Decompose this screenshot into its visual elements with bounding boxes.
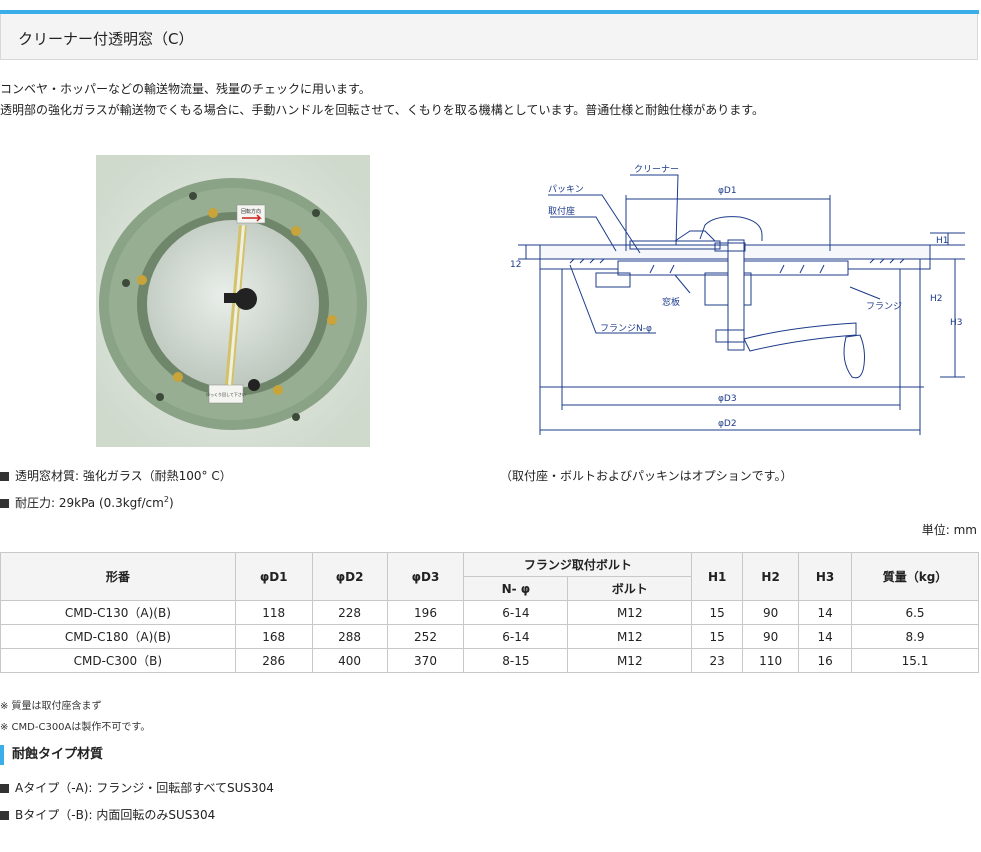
cell-mass: 6.5 <box>851 600 979 625</box>
drawing-label-h1: H1 <box>936 236 949 246</box>
spec-pressure-sup: 2 <box>163 495 169 504</box>
intro-line-1: コンベヤ・ホッパーなどの輸送物流量、残量のチェックに用います。 <box>0 82 371 96</box>
drawing-label-d1: φD1 <box>718 186 737 196</box>
cell-d3: 370 <box>386 648 465 673</box>
corrosion-item-b-text: Bタイプ（-B): 内面回転のみSUS304 <box>15 808 216 822</box>
th-bolt: ボルト <box>567 576 693 601</box>
drawing-label-h3: H3 <box>950 318 963 328</box>
spec-pressure: 耐圧力: 29kPa (0.3kgf/cm2) <box>0 494 174 511</box>
bullet-square <box>0 499 9 508</box>
cell-model: CMD-C180（A)(B) <box>0 624 236 649</box>
th-h1: H1 <box>691 552 744 601</box>
cell-mass: 15.1 <box>851 648 979 673</box>
table-row: CMD-C300（B) 286 400 370 8-15 M12 23 110 … <box>0 648 979 673</box>
th-h2: H2 <box>742 552 800 601</box>
intro-line-2: 透明部の強化ガラスが輸送物でくもる場合に、手動ハンドルを回転させて、くもりを取る… <box>0 103 765 117</box>
cell-bolt: M12 <box>567 648 693 673</box>
spec-table: 形番 φD1 φD2 φD3 フランジ取付ボルト H1 H2 H3 質量（kg）… <box>0 552 979 673</box>
table-header-row: 形番 φD1 φD2 φD3 フランジ取付ボルト H1 H2 H3 質量（kg） <box>0 552 979 601</box>
drawing-label-flange-n: フランジN-φ <box>600 323 652 334</box>
spec-pressure-text: 耐圧力: 29kPa (0.3kgf/cm <box>15 496 164 510</box>
photo-label-rotation: 回転方向 <box>241 208 261 215</box>
option-note: （取付座・ボルトおよびパッキンはオプションです。） <box>500 469 793 483</box>
cell-d2: 400 <box>311 648 388 673</box>
footnote-c300a: ※ CMD-C300Aは製作不可です。 <box>0 722 151 733</box>
technical-drawing-svg: クリーナー パッキン 取付座 φD1 H1 H2 H3 12 窓板 フランジ フ… <box>510 164 965 435</box>
cell-bolt: M12 <box>567 600 693 625</box>
th-model: 形番 <box>0 552 236 601</box>
product-photo: 回転方向 ゆっくり回して下さい <box>96 155 370 447</box>
spec-material: 透明窓材質: 強化ガラス（耐熱100° C） <box>0 467 232 484</box>
cell-d1: 168 <box>234 624 313 649</box>
cell-n-phi: 8-15 <box>463 648 569 673</box>
table-row: CMD-C180（A)(B) 168 288 252 6-14 M12 15 9… <box>0 624 979 649</box>
cell-n-phi: 6-14 <box>463 624 569 649</box>
cell-bolt: M12 <box>567 624 693 649</box>
drawing-label-flange: フランジ <box>866 301 902 312</box>
th-d3: φD3 <box>386 552 465 601</box>
bullet-square <box>0 811 9 820</box>
corrosion-item-b: Bタイプ（-B): 内面回転のみSUS304 <box>0 806 215 823</box>
th-d2: φD2 <box>311 552 388 601</box>
cell-h2: 110 <box>742 648 800 673</box>
cell-h1: 15 <box>691 624 744 649</box>
cell-h3: 16 <box>798 648 853 673</box>
cell-n-phi: 6-14 <box>463 600 569 625</box>
technical-drawing: クリーナー パッキン 取付座 φD1 H1 H2 H3 12 窓板 フランジ フ… <box>500 155 970 445</box>
cell-h1: 15 <box>691 600 744 625</box>
cell-d2: 288 <box>311 624 388 649</box>
cell-model: CMD-C130（A)(B) <box>0 600 236 625</box>
title-box: クリーナー付透明窓（C） <box>0 14 978 60</box>
cell-h2: 90 <box>742 600 800 625</box>
drawing-label-twelve: 12 <box>510 260 521 270</box>
cell-d2: 228 <box>311 600 388 625</box>
corrosion-item-a: Aタイプ（-A): フランジ・回転部すべてSUS304 <box>0 779 274 796</box>
th-h3: H3 <box>798 552 853 601</box>
th-n-phi: N- φ <box>463 576 569 601</box>
table-subheader-row: N- φ ボルト <box>1 576 979 601</box>
intro-text: コンベヤ・ホッパーなどの輸送物流量、残量のチェックに用います。 透明部の強化ガラ… <box>0 79 764 121</box>
photo-label-caution: ゆっくり回して下さい <box>206 391 246 397</box>
cell-h1: 23 <box>691 648 744 673</box>
th-d1: φD1 <box>234 552 313 601</box>
drawing-label-window: 窓板 <box>662 296 680 308</box>
drawing-label-mount: 取付座 <box>548 205 575 217</box>
cell-h3: 14 <box>798 624 853 649</box>
th-flange-bolt: フランジ取付ボルト <box>463 552 693 577</box>
cell-d1: 286 <box>234 648 313 673</box>
cell-mass: 8.9 <box>851 624 979 649</box>
footnote-mass: ※ 質量は取付座含まず <box>0 701 102 712</box>
th-mass: 質量（kg） <box>851 552 979 601</box>
cell-model: CMD-C300（B) <box>0 648 236 673</box>
cell-h3: 14 <box>798 600 853 625</box>
drawing-label-cleaner: クリーナー <box>634 164 679 175</box>
corrosion-item-a-text: Aタイプ（-A): フランジ・回転部すべてSUS304 <box>15 781 274 795</box>
cell-h2: 90 <box>742 624 800 649</box>
drawing-label-d3: φD3 <box>718 394 737 404</box>
spec-material-text: 透明窓材質: 強化ガラス（耐熱100° C） <box>15 469 232 483</box>
drawing-label-h2: H2 <box>930 294 943 304</box>
drawing-label-d2: φD2 <box>718 419 737 429</box>
product-photo-illustration: 回転方向 ゆっくり回して下さい <box>96 155 370 447</box>
drawing-label-packing: パッキン <box>548 184 584 195</box>
bullet-square <box>0 784 9 793</box>
cell-d1: 118 <box>234 600 313 625</box>
spec-pressure-end: ) <box>168 496 174 510</box>
page-title: クリーナー付透明窓（C） <box>18 30 194 48</box>
bullet-square <box>0 472 9 481</box>
unit-label: 単位: mm <box>921 523 977 537</box>
cell-d3: 196 <box>386 600 465 625</box>
cell-d3: 252 <box>386 624 465 649</box>
corrosion-heading: 耐蝕タイプ材質 <box>0 745 103 765</box>
table-row: CMD-C130（A)(B) 118 228 196 6-14 M12 15 9… <box>0 600 979 625</box>
top-accent-bar <box>0 10 979 14</box>
